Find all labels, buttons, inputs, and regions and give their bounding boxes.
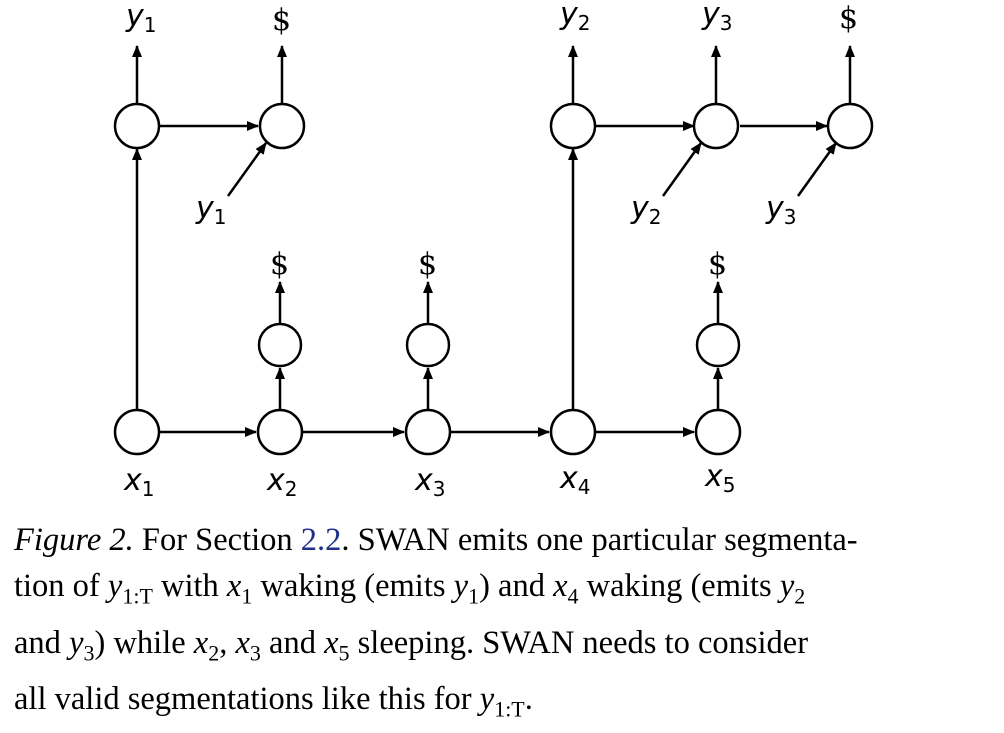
node-x1	[113, 408, 161, 456]
caption-line-2: tion of y1:T with x1 waking (emits y1) a…	[14, 563, 990, 620]
label-x5: x5	[704, 459, 736, 497]
label-out-dollar-1: $	[272, 3, 291, 38]
node-sleep-x3	[405, 322, 451, 368]
node-decoder-1a	[113, 102, 161, 150]
node-x3	[404, 408, 452, 456]
figure-label: Figure 2.	[14, 522, 134, 558]
label-x3: x3	[414, 463, 446, 501]
math-y: y	[69, 624, 84, 661]
math-sub: 2	[794, 583, 806, 609]
nodes	[113, 102, 874, 456]
math-sub: 1:T	[122, 583, 153, 609]
edge-feed-y2	[661, 142, 703, 197]
caption-text: ) while	[94, 624, 194, 661]
math-x: x	[235, 624, 250, 661]
caption-text: .	[524, 681, 533, 717]
caption-text: with	[152, 568, 227, 604]
caption-text: tion of	[14, 568, 108, 604]
caption-text: . SWAN emits one particular segmenta-	[341, 522, 858, 558]
caption-text: ,	[219, 624, 236, 661]
labels: x1 x2 x3 x4 x5 y1 $ y2 y3 $ y1 y2 y3 $ $…	[123, 0, 858, 501]
math-sub: 2	[208, 640, 220, 665]
math-x: x	[553, 568, 568, 604]
caption-text: and	[14, 624, 70, 661]
node-decoder-1b	[258, 102, 306, 150]
math-x: x	[193, 624, 209, 661]
math-x: x	[324, 624, 339, 661]
label-sleep-dollar-x3: $	[418, 247, 437, 282]
label-x1: x1	[123, 463, 155, 501]
edge-feed-y3	[796, 142, 838, 197]
math-sub: 4	[567, 583, 579, 609]
label-x4: x4	[559, 461, 591, 499]
math-y: y	[107, 568, 123, 604]
label-sleep-dollar-x5: $	[708, 247, 727, 282]
label-feed-y2: y2	[630, 191, 662, 229]
label-out-y3: y3	[701, 0, 733, 35]
section-link[interactable]: 2.2	[300, 522, 342, 558]
node-sleep-x2	[257, 322, 303, 368]
math-y: y	[779, 568, 795, 604]
label-out-y1: y1	[125, 0, 157, 37]
math-sub: 5	[338, 640, 350, 665]
edges	[132, 45, 855, 437]
node-decoder-4a	[549, 102, 597, 150]
math-y: y	[453, 568, 469, 604]
math-sub: 1	[468, 583, 480, 609]
caption-text: ) and	[479, 568, 554, 604]
caption-text: and	[260, 624, 325, 661]
node-x5	[694, 408, 742, 456]
caption-line-4: all valid segmentations like this for y1…	[14, 676, 990, 733]
label-out-y2: y2	[559, 0, 591, 35]
math-y: y	[479, 681, 495, 717]
math-sub: 3	[249, 640, 261, 665]
node-decoder-4b	[692, 102, 740, 150]
caption-text: waking (emits	[252, 568, 454, 604]
caption-text: For Section	[133, 522, 301, 558]
label-feed-y1: y1	[195, 191, 227, 229]
figure-caption: Figure 2. For Section 2.2. SWAN emits on…	[14, 517, 990, 733]
math-sub: 1:T	[494, 696, 525, 722]
label-sleep-dollar-x2: $	[270, 247, 289, 282]
swan-segmentation-diagram: x1 x2 x3 x4 x5 y1 $ y2 y3 $ y1 y2 y3 $ $…	[113, 0, 874, 501]
caption-text: all valid segmentations like this for	[14, 681, 480, 717]
node-decoder-4c	[826, 102, 874, 150]
label-out-dollar-2: $	[839, 1, 858, 36]
caption-line-3: and y3) while x2, x3 and x5 sleeping. SW…	[14, 620, 990, 677]
caption-text: sleeping. SWAN needs to consider	[349, 624, 809, 661]
label-feed-y3: y3	[765, 191, 797, 229]
math-x: x	[226, 568, 242, 604]
math-sub: 1	[241, 583, 253, 609]
node-sleep-x5	[695, 322, 741, 368]
node-x4	[549, 408, 597, 456]
node-x2	[256, 408, 304, 456]
caption-line-1: Figure 2. For Section 2.2. SWAN emits on…	[14, 517, 990, 563]
math-sub: 3	[83, 640, 95, 665]
edge-feed-y1	[226, 142, 268, 197]
caption-text: waking (emits	[578, 568, 780, 604]
label-x2: x2	[266, 463, 298, 501]
